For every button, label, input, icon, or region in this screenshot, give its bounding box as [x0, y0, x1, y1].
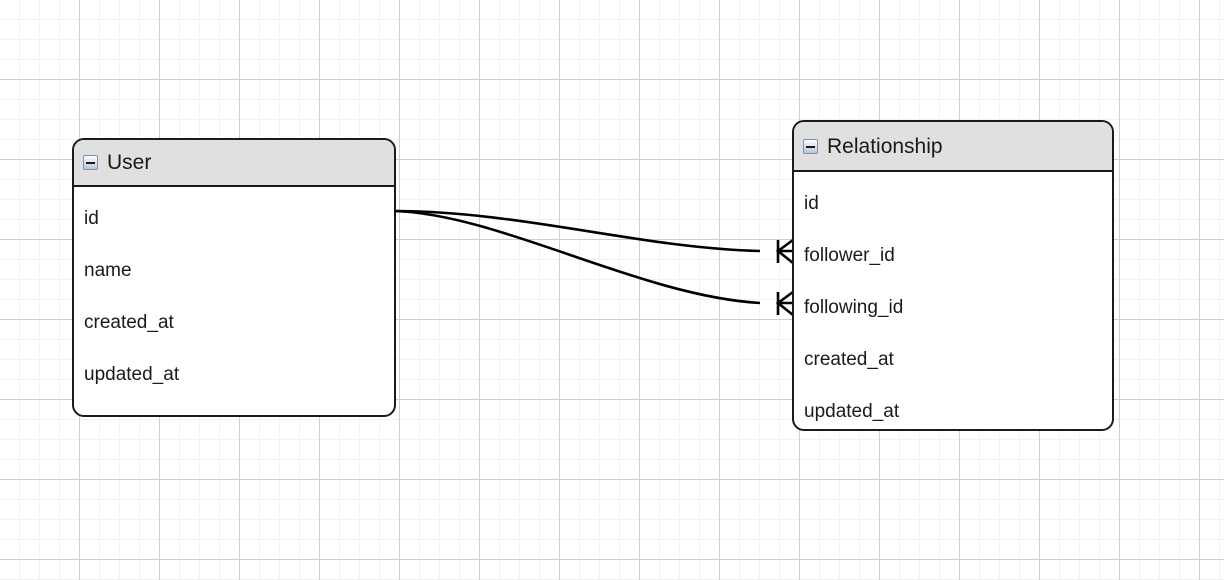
entity-relationship[interactable]: Relationship id follower_id following_id… [792, 120, 1114, 431]
entity-user-header[interactable]: User [74, 140, 394, 187]
attribute-row[interactable]: id [84, 208, 99, 229]
entity-user-title: User [107, 151, 152, 174]
connector-user-to-following [393, 209, 794, 317]
attribute-row[interactable]: following_id [804, 297, 904, 318]
cardinality-many-crowsfoot [775, 238, 794, 265]
minus-box-icon[interactable] [83, 155, 98, 170]
entity-user[interactable]: User id name created_at updated_at [72, 138, 396, 417]
connector-line [393, 209, 761, 253]
attribute-row[interactable]: created_at [804, 349, 894, 370]
cardinality-many-crowsfoot [775, 290, 794, 317]
entity-user-attributes: id name created_at updated_at [74, 187, 394, 401]
attribute-row[interactable]: updated_at [804, 401, 900, 422]
entity-relationship-header[interactable]: Relationship [794, 122, 1112, 172]
attribute-row[interactable]: created_at [84, 312, 174, 333]
minus-box-icon[interactable] [803, 138, 818, 154]
entity-relationship-attributes: id follower_id following_id created_at u… [794, 172, 1112, 429]
attribute-row[interactable]: follower_id [804, 245, 895, 266]
connector-line [393, 209, 761, 305]
attribute-row[interactable]: name [84, 260, 132, 281]
attribute-row[interactable]: id [804, 193, 819, 214]
entity-relationship-title: Relationship [827, 134, 943, 158]
attribute-row[interactable]: updated_at [84, 364, 180, 385]
connector-user-to-follower [393, 209, 794, 265]
